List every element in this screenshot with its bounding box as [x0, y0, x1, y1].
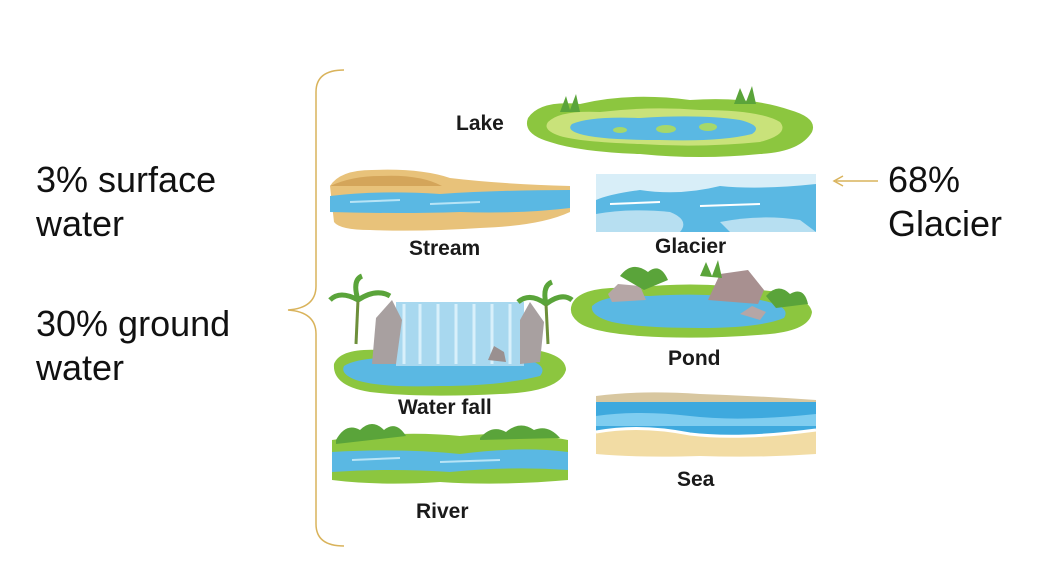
lake-illustration — [526, 86, 814, 157]
curly-bracket — [287, 69, 345, 547]
pond-label: Pond — [668, 347, 721, 370]
waterfall-label: Water fall — [398, 396, 492, 419]
stream-label: Stream — [409, 237, 481, 260]
river-illustration — [332, 424, 568, 484]
glacier-percent-line1: 68% — [888, 159, 961, 200]
pond-illustration — [570, 260, 812, 338]
surface-water-label: 3% surface water — [36, 158, 276, 246]
glacier-percent-label: 68% Glacier — [888, 158, 1028, 246]
glacier-illustration — [596, 174, 816, 232]
arrow-left-icon — [832, 175, 878, 187]
ground-water-line1: 30% ground — [36, 303, 231, 344]
surface-water-line2: water — [36, 203, 125, 244]
ground-water-line2: water — [36, 347, 125, 388]
lake-label: Lake — [456, 112, 504, 135]
ground-water-label: 30% ground water — [36, 302, 276, 390]
glacier-percent-line2: Glacier — [888, 203, 1003, 244]
glacier-label: Glacier — [655, 235, 727, 258]
waterfall-illustration — [328, 273, 574, 396]
stream-illustration — [330, 169, 570, 231]
surface-water-line1: 3% surface — [36, 159, 217, 200]
river-label: River — [416, 500, 469, 523]
sea-illustration — [595, 392, 817, 457]
sea-label: Sea — [677, 468, 715, 491]
